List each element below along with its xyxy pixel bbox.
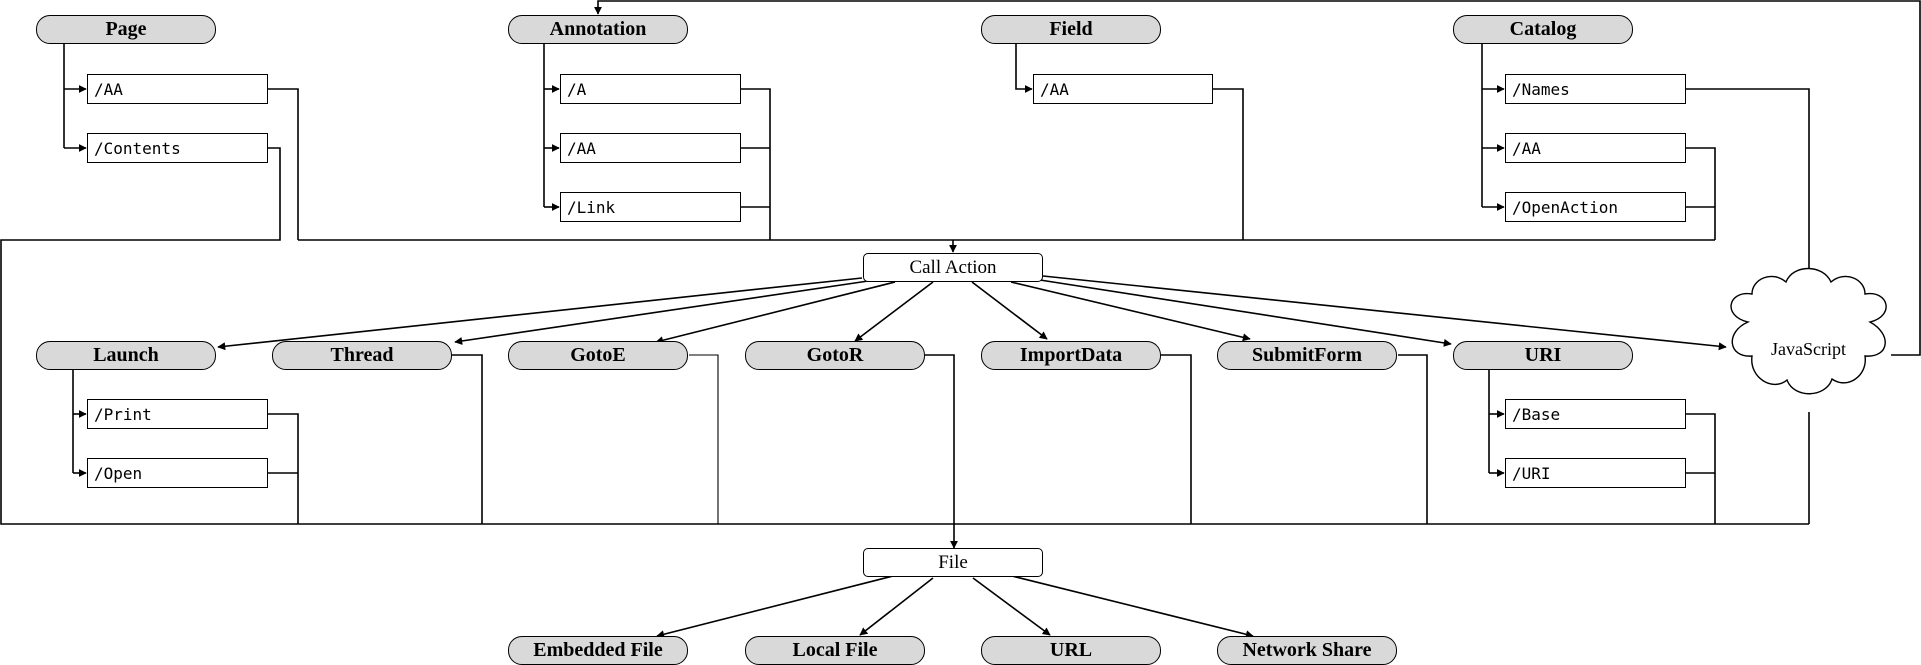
url-node: URL (981, 636, 1161, 665)
launch-open-key: /Open (87, 458, 268, 488)
field-node: Field (981, 15, 1161, 44)
thread-action-node: Thread (272, 341, 452, 370)
launch-print-key: /Print (87, 399, 268, 429)
launch-action-node: Launch (36, 341, 216, 370)
catalog-openaction-key: /OpenAction (1505, 192, 1686, 222)
uri-uri-key: /URI (1505, 458, 1686, 488)
gotor-action-node: GotoR (745, 341, 925, 370)
annotation-aa-key: /AA (560, 133, 741, 163)
page-contents-key: /Contents (87, 133, 268, 163)
catalog-aa-key: /AA (1505, 133, 1686, 163)
uri-action-node: URI (1453, 341, 1633, 370)
catalog-node: Catalog (1453, 15, 1633, 44)
submitform-action-node: SubmitForm (1217, 341, 1397, 370)
uri-base-key: /Base (1505, 399, 1686, 429)
file-node: File (863, 548, 1043, 577)
annotation-node: Annotation (508, 15, 688, 44)
javascript-node: JavaScript (1771, 339, 1846, 359)
javascript-cloud-shape (1730, 267, 1887, 395)
gotoe-action-node: GotoE (508, 341, 688, 370)
annotation-link-key: /Link (560, 192, 741, 222)
importdata-action-node: ImportData (981, 341, 1161, 370)
local-file-node: Local File (745, 636, 925, 665)
network-share-node: Network Share (1217, 636, 1397, 665)
catalog-names-key: /Names (1505, 74, 1686, 104)
call-action-node: Call Action (863, 253, 1043, 282)
page-node: Page (36, 15, 216, 44)
page-aa-key: /AA (87, 74, 268, 104)
annotation-a-key: /A (560, 74, 741, 104)
field-aa-key: /AA (1033, 74, 1213, 104)
embedded-file-node: Embedded File (508, 636, 688, 665)
